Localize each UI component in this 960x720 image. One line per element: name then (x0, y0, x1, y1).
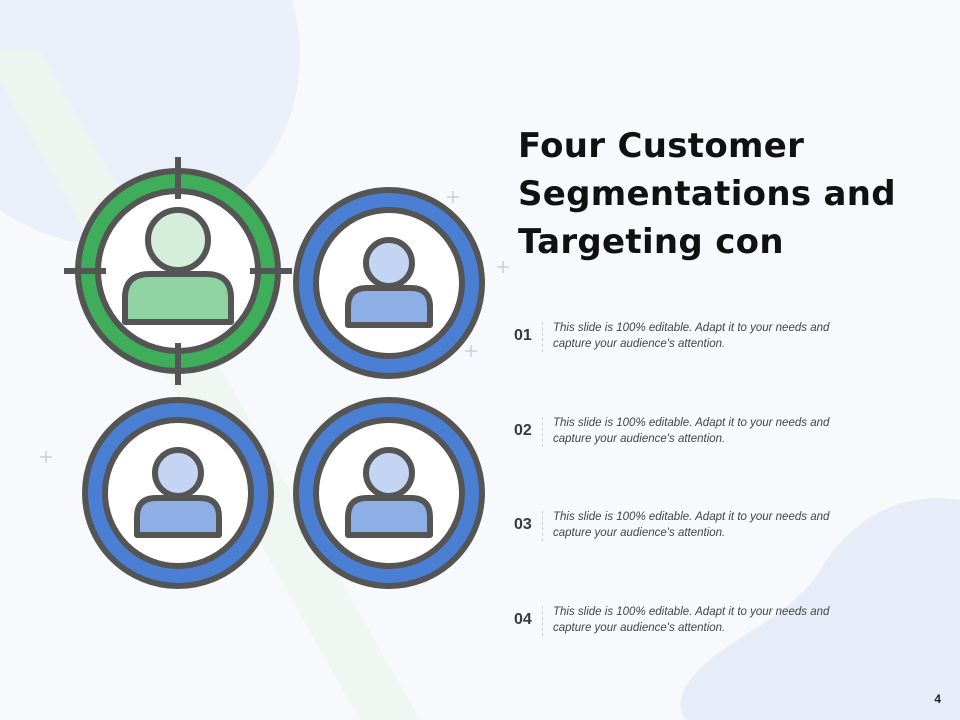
item-divider (542, 322, 543, 352)
list-item: 02 This slide is 100% editable. Adapt it… (514, 417, 934, 457)
item-text: This slide is 100% editable. Adapt it to… (553, 606, 830, 634)
item-text: This slide is 100% editable. Adapt it to… (553, 417, 830, 445)
segmentation-icons (64, 157, 485, 589)
item-number: 02 (514, 422, 532, 439)
list-item: 04 This slide is 100% editable. Adapt it… (514, 606, 934, 646)
item-divider (542, 417, 543, 447)
item-number: 04 (514, 611, 532, 628)
item-divider (542, 511, 543, 541)
item-divider (542, 606, 543, 636)
user-circle-icon (293, 187, 485, 379)
page-number: 4 (934, 692, 941, 706)
list-item: 01 This slide is 100% editable. Adapt it… (514, 322, 934, 362)
sparkle-icon (40, 191, 509, 463)
item-text: This slide is 100% editable. Adapt it to… (553, 322, 830, 350)
list-item: 03 This slide is 100% editable. Adapt it… (514, 511, 934, 551)
slide-title: Four Customer Segmentations and Targetin… (518, 126, 896, 262)
target-user-icon (64, 157, 292, 385)
item-number: 03 (514, 516, 532, 533)
user-circle-icon (293, 397, 485, 589)
item-number: 01 (514, 327, 532, 344)
background-blob-bottom-right (680, 498, 960, 720)
item-text: This slide is 100% editable. Adapt it to… (553, 511, 830, 539)
user-circle-icon (82, 397, 274, 589)
